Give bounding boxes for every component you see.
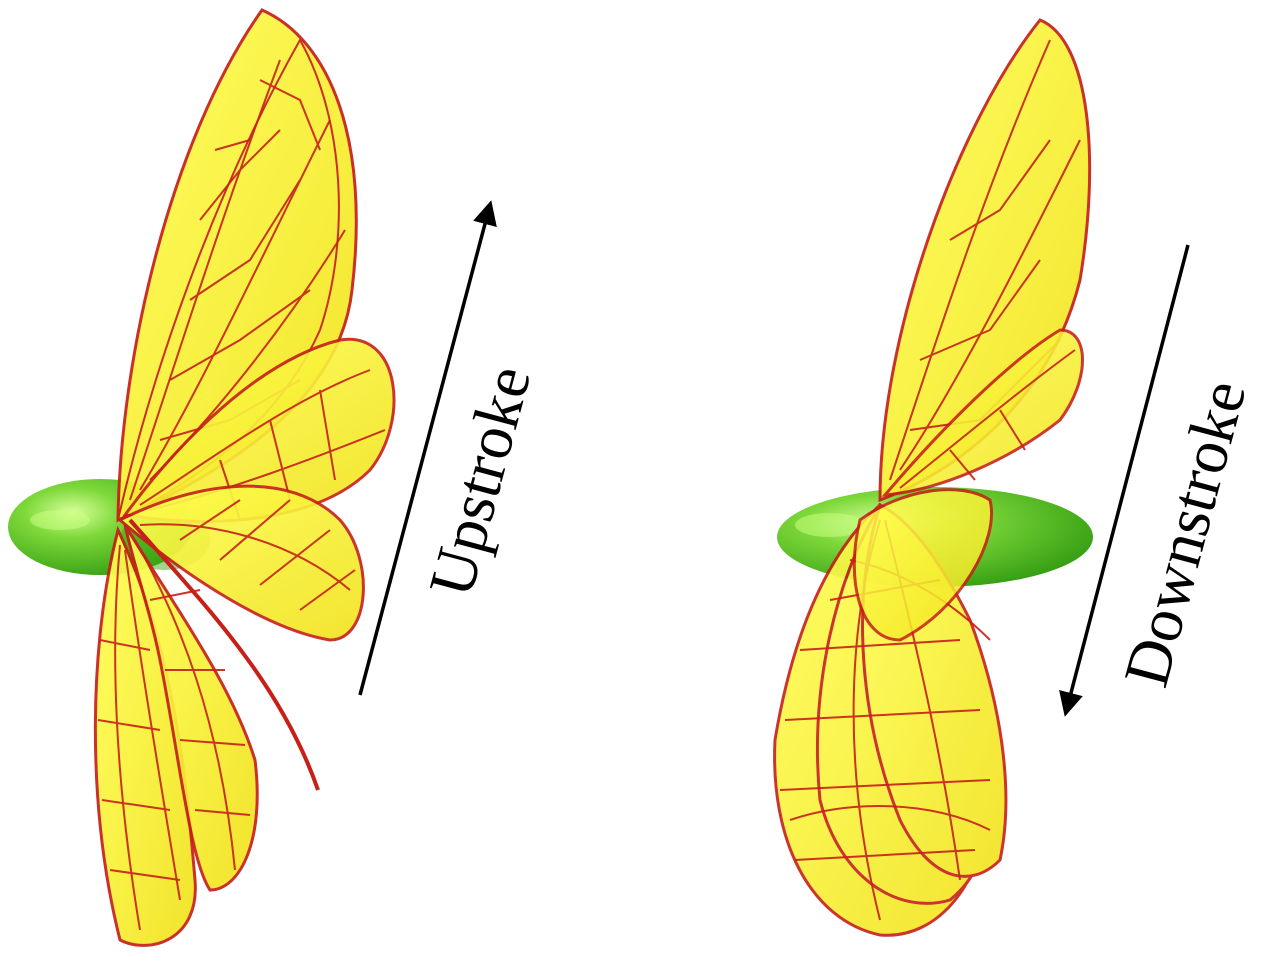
crossing-wing (854, 490, 991, 640)
downstroke-panel: Downstroke (775, 20, 1260, 935)
downstroke-label: Downstroke (1110, 373, 1260, 694)
upstroke-label: Upstroke (415, 359, 544, 604)
upstroke-panel: Upstroke (8, 10, 544, 945)
